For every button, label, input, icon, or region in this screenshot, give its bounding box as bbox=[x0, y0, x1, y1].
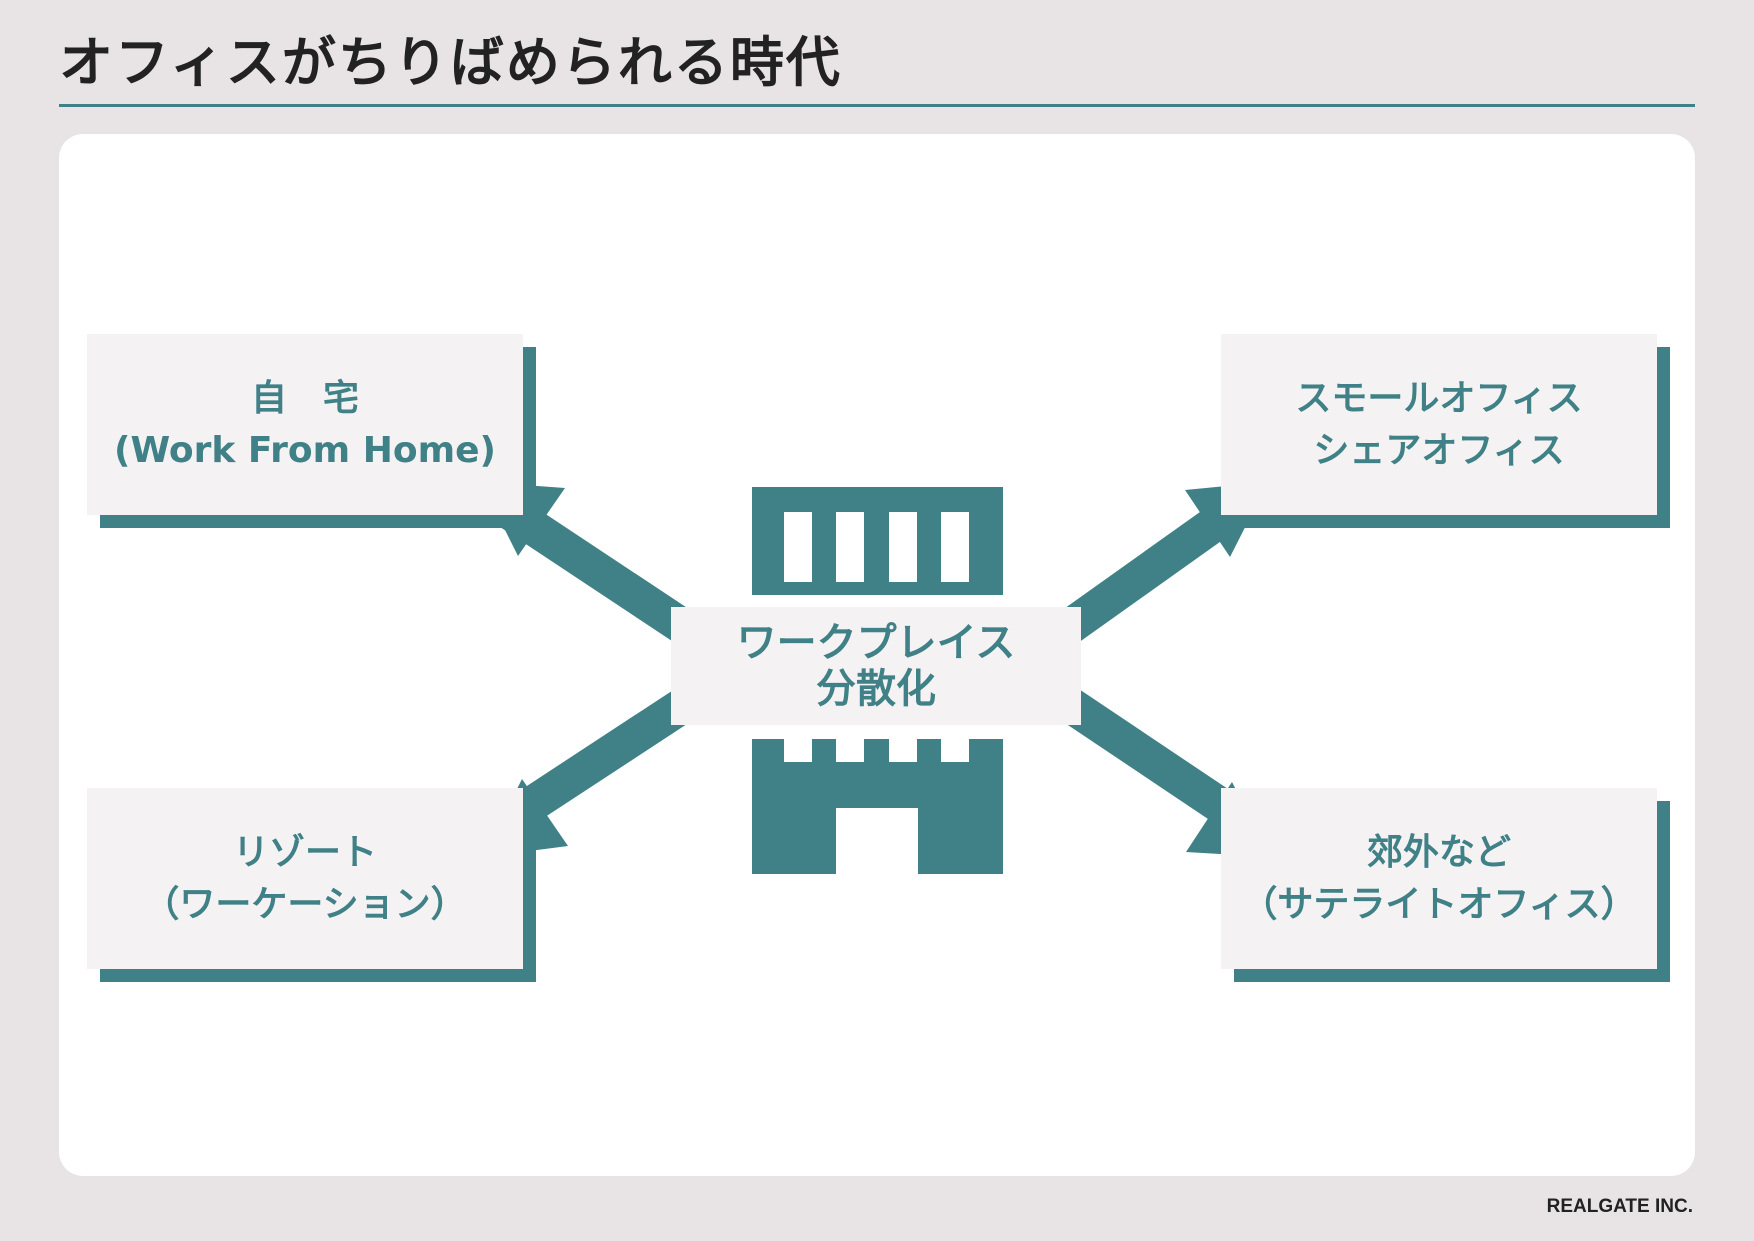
card-small-office: スモールオフィス シェアオフィス bbox=[1221, 334, 1657, 515]
card-small-office-text: スモールオフィス シェアオフィス bbox=[1295, 373, 1582, 477]
card-suburb-line2: （サテライトオフィス） bbox=[1241, 883, 1637, 925]
card-resort: リゾート （ワーケーション） bbox=[87, 788, 523, 969]
card-home-line1: 自 宅 bbox=[250, 377, 359, 419]
card-suburb-text: 郊外など （サテライトオフィス） bbox=[1241, 827, 1636, 931]
card-resort-line1: リゾート bbox=[232, 831, 377, 873]
footer-company-name: REALGATE INC. bbox=[1546, 1196, 1693, 1217]
center-label-line2: 分散化 bbox=[816, 666, 936, 712]
center-label: ワークプレイス 分散化 bbox=[737, 620, 1016, 712]
title-divider bbox=[59, 104, 1695, 107]
card-suburb-line1: 郊外など bbox=[1366, 831, 1511, 873]
card-home-text: 自 宅 (Work From Home) bbox=[114, 373, 496, 477]
card-small-office-line1: スモールオフィス bbox=[1295, 377, 1583, 419]
card-suburb: 郊外など （サテライトオフィス） bbox=[1221, 788, 1657, 969]
center-label-line1: ワークプレイス bbox=[736, 620, 1016, 666]
card-small-office-line2: シェアオフィス bbox=[1313, 429, 1565, 471]
card-home-line2: (Work From Home) bbox=[114, 429, 496, 471]
card-home: 自 宅 (Work From Home) bbox=[87, 334, 523, 515]
card-resort-text: リゾート （ワーケーション） bbox=[143, 827, 466, 931]
card-resort-line2: （ワーケーション） bbox=[143, 883, 467, 925]
page-title: オフィスがちりばめられる時代 bbox=[59, 31, 842, 94]
center-label-box: ワークプレイス 分散化 bbox=[671, 607, 1081, 725]
